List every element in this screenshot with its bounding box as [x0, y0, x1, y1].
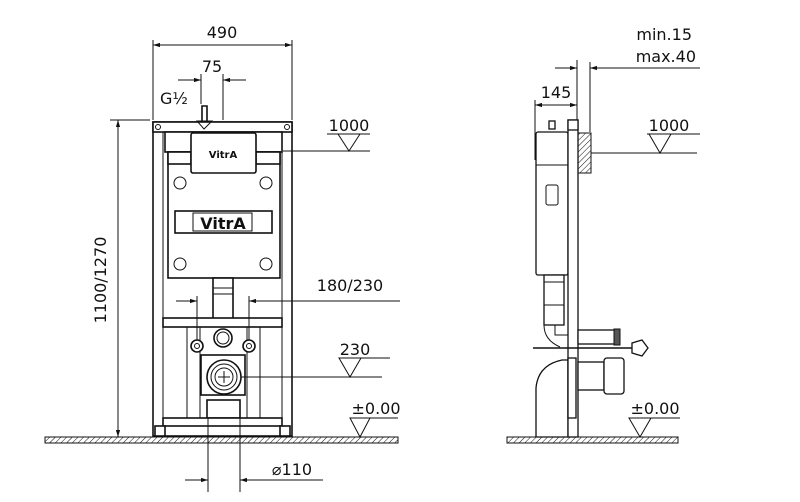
dimension-bolt-spacing: 180/230 — [176, 276, 400, 340]
dim-height-label: 1100/1270 — [91, 237, 110, 324]
dim-drain-diameter-label: ⌀110 — [272, 460, 312, 479]
level-floor-side: ±0.00 — [628, 399, 680, 438]
dimension-drain-diameter: ⌀110 — [185, 418, 323, 492]
dim-wall-max-label: max.40 — [636, 47, 696, 66]
level-flush-side-label: 1000 — [649, 116, 690, 135]
level-floor-front: ±0.00 — [349, 399, 401, 439]
frame-side — [533, 119, 649, 438]
logo-panel: VitrA — [200, 214, 246, 233]
dimension-height: 1100/1270 — [91, 119, 150, 437]
supply-thread-label: G½ — [160, 89, 188, 108]
logo-plate: VitrA — [209, 150, 238, 161]
frame-front: VitrA VitrA — [152, 105, 293, 437]
dimension-depth: 145 — [534, 60, 578, 160]
side-view: 145 min.15 max.40 1000 ±0.00 — [506, 25, 700, 444]
wall-spacer — [577, 132, 592, 174]
dimension-width: 490 — [152, 23, 293, 120]
level-floor-side-label: ±0.00 — [630, 399, 679, 418]
dim-supply-offset-label: 75 — [202, 57, 222, 76]
level-flush-front: 1000 — [283, 116, 370, 152]
dimension-supply-offset: 75 G½ — [160, 57, 246, 120]
dim-width-label: 490 — [207, 23, 238, 42]
level-flush-side: 1000 — [591, 116, 700, 154]
dim-depth-label: 145 — [541, 83, 572, 102]
level-drain: 230 — [241, 340, 390, 378]
level-drain-label: 230 — [340, 340, 371, 359]
dimension-wall-thickness: min.15 max.40 — [555, 25, 700, 132]
dim-wall-min-label: min.15 — [636, 25, 692, 44]
level-floor-label: ±0.00 — [351, 399, 400, 418]
floor-side — [506, 436, 679, 444]
dim-bolt-spacing-label: 180/230 — [317, 276, 383, 295]
flush-plate — [190, 132, 257, 174]
level-flush-label: 1000 — [329, 116, 370, 135]
floor-front — [44, 436, 399, 444]
front-view: VitrA VitrA 490 — [44, 23, 401, 492]
